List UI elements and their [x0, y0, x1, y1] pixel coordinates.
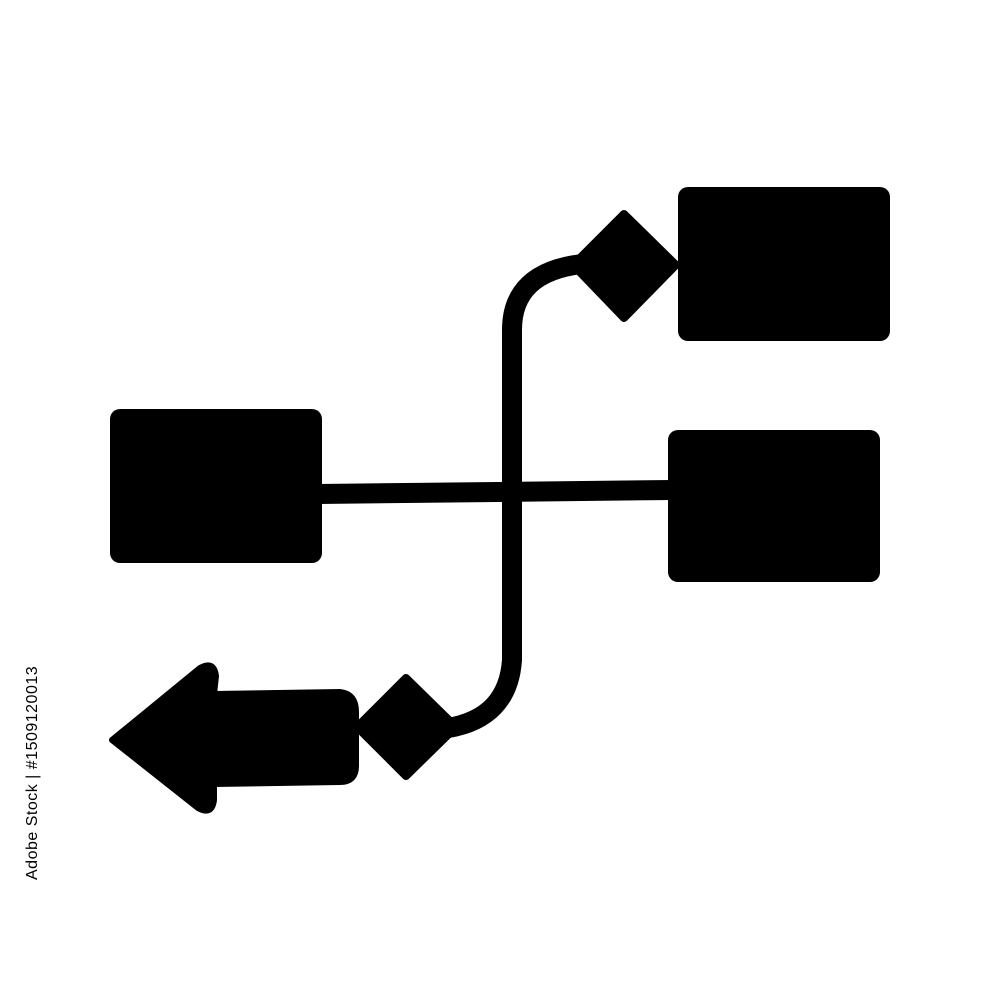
horizontal-connector: [308, 480, 682, 504]
connector-lines: [308, 254, 682, 738]
stock-id-label: Adobe Stock | #1509120013: [24, 665, 41, 880]
lower-branch-connector: [438, 480, 522, 738]
bottom-decision-diamond: [353, 674, 460, 780]
top-decision-diamond: [569, 210, 680, 322]
middle-right-process-box: [668, 430, 880, 582]
upper-branch-connector: [502, 254, 592, 500]
left-process-box: [110, 409, 322, 563]
top-right-process-box: [678, 187, 890, 341]
left-arrow-icon: [109, 662, 359, 814]
